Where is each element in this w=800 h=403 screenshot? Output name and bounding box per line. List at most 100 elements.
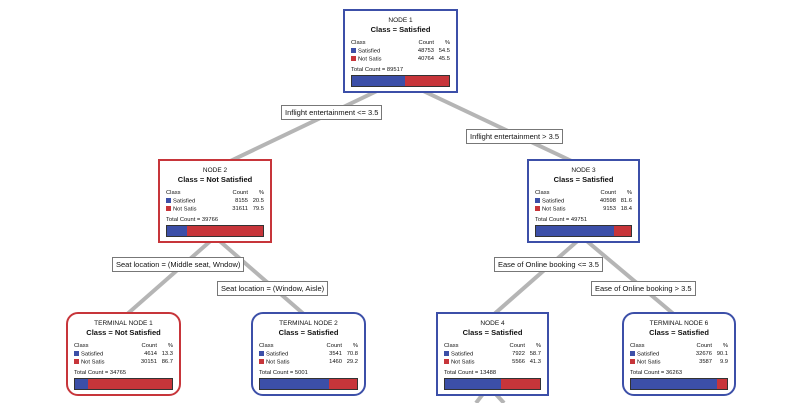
header-count: Count — [600, 190, 616, 196]
row-count: 30151 — [140, 358, 157, 365]
row-pct: 86.7 — [161, 358, 173, 365]
node-class-label: Class = Satisfied — [553, 175, 614, 184]
satisfied-segment — [260, 378, 329, 389]
row-label: Satisfied — [266, 351, 289, 357]
row-label: Not Satis — [266, 359, 290, 365]
node-table: Class Count % Satisfied 3541 70.8 Not Sa… — [259, 343, 358, 367]
satisfied-swatch — [259, 350, 264, 356]
node-4: NODE 4 Class = Satisfied Class Count % S… — [436, 312, 549, 396]
row-label: Satisfied — [358, 48, 381, 54]
row-count: 9153 — [603, 205, 616, 212]
terminal-node-6: TERMINAL NODE 6 Class = Satisfied Class … — [622, 312, 736, 396]
node-table: Class Count % Satisfied 48753 54.5 Not S… — [351, 40, 450, 64]
header-class: Class — [74, 343, 89, 349]
row-count: 40598 — [599, 197, 616, 204]
split-label-booking-right: Ease of Online booking > 3.5 — [591, 281, 696, 296]
satisfied-swatch — [166, 197, 171, 203]
row-pct: 90.1 — [716, 350, 728, 357]
not-satisfied-swatch — [535, 205, 540, 211]
row-pct: 54.5 — [438, 47, 450, 54]
satisfied-segment — [631, 378, 718, 389]
not-satisfied-segment — [328, 378, 357, 389]
terminal-node-2: TERMINAL NODE 2 Class = Satisfied Class … — [251, 312, 366, 396]
node-total: Total Count = 13488 — [444, 369, 497, 376]
not-satisfied-segment — [186, 225, 263, 236]
satisfied-segment — [75, 378, 88, 389]
node-title: TERMINAL NODE 1 — [94, 320, 153, 327]
not-satisfied-segment — [613, 225, 631, 236]
split-label-inflight-left: Inflight entertainment <= 3.5 — [281, 105, 383, 120]
node-1: NODE 1 Class = Satisfied Class Count % S… — [343, 9, 458, 93]
not-satisfied-swatch — [166, 205, 171, 211]
row-pct: 13.3 — [161, 350, 173, 357]
satisfied-segment — [536, 225, 614, 236]
row-label: Not Satis — [173, 206, 197, 212]
split-label-booking-left: Ease of Online booking <= 3.5 — [494, 257, 603, 272]
not-satisfied-segment — [500, 378, 540, 389]
header-count: Count — [326, 343, 342, 349]
node-class-label: Class = Satisfied — [278, 328, 339, 337]
not-satisfied-swatch — [259, 358, 264, 364]
header-pct: % — [535, 343, 541, 349]
row-pct: 20.5 — [252, 197, 264, 204]
not-satisfied-swatch — [630, 358, 635, 364]
row-pct: 41.3 — [529, 358, 541, 365]
row-count: 40764 — [417, 55, 434, 62]
edge-n2-t2 — [213, 235, 308, 318]
row-label: Satisfied — [81, 351, 104, 357]
row-count: 3541 — [329, 350, 342, 357]
not-satisfied-swatch — [351, 55, 356, 61]
row-count: 4614 — [144, 350, 157, 357]
not-satisfied-swatch — [74, 358, 79, 364]
row-label: Satisfied — [173, 198, 196, 204]
row-label: Not Satis — [81, 359, 105, 365]
satisfied-swatch — [444, 350, 449, 356]
header-class: Class — [259, 343, 274, 349]
node-title: NODE 2 — [202, 167, 228, 174]
row-label: Not Satis — [451, 359, 475, 365]
header-count: Count — [696, 343, 712, 349]
edge-n2-t1 — [123, 235, 217, 318]
node-table: Class Count % Satisfied 32676 90.1 Not S… — [630, 343, 728, 367]
not-satisfied-segment — [404, 75, 449, 86]
node-class-label: Class = Satisfied — [649, 328, 709, 337]
row-count: 32676 — [695, 350, 712, 357]
class-proportion-bar — [444, 377, 541, 390]
node-total: Total Count = 49751 — [535, 216, 588, 223]
edge-n3-t6 — [580, 235, 678, 318]
class-proportion-bar — [351, 74, 450, 87]
row-count: 1460 — [329, 358, 342, 365]
row-pct: 18.4 — [620, 205, 632, 212]
row-pct: 29.2 — [346, 358, 358, 365]
node-title: NODE 4 — [480, 320, 505, 327]
split-label-inflight-right: Inflight entertainment > 3.5 — [466, 129, 564, 144]
row-count: 5566 — [512, 358, 525, 365]
satisfied-swatch — [535, 197, 540, 203]
header-pct: % — [444, 40, 450, 46]
node-total: Total Count = 5001 — [259, 369, 308, 376]
satisfied-segment — [445, 378, 501, 389]
node-title: TERMINAL NODE 2 — [279, 320, 338, 327]
satisfied-swatch — [74, 350, 79, 356]
satisfied-segment — [167, 225, 187, 236]
terminal-node-1: TERMINAL NODE 1 Class = Not Satisfied Cl… — [66, 312, 181, 396]
header-count: Count — [418, 40, 434, 46]
edge-n1-n3 — [399, 78, 581, 167]
row-pct: 70.8 — [346, 350, 358, 357]
row-label: Not Satis — [542, 206, 566, 212]
header-count: Count — [232, 190, 248, 196]
header-class: Class — [351, 40, 366, 46]
node-2: NODE 2 Class = Not Satisfied Class Count… — [158, 159, 272, 243]
node-title: TERMINAL NODE 6 — [649, 320, 709, 327]
class-proportion-bar — [74, 377, 173, 390]
row-count: 31611 — [232, 205, 248, 212]
node-title: NODE 3 — [571, 167, 596, 174]
node-table: Class Count % Satisfied 8155 20.5 Not Sa… — [166, 190, 264, 214]
header-pct: % — [722, 343, 728, 349]
class-proportion-bar — [166, 224, 264, 237]
row-pct: 81.6 — [620, 197, 632, 204]
satisfied-segment — [352, 75, 405, 86]
not-satisfied-segment — [717, 378, 727, 389]
header-count: Count — [141, 343, 157, 349]
